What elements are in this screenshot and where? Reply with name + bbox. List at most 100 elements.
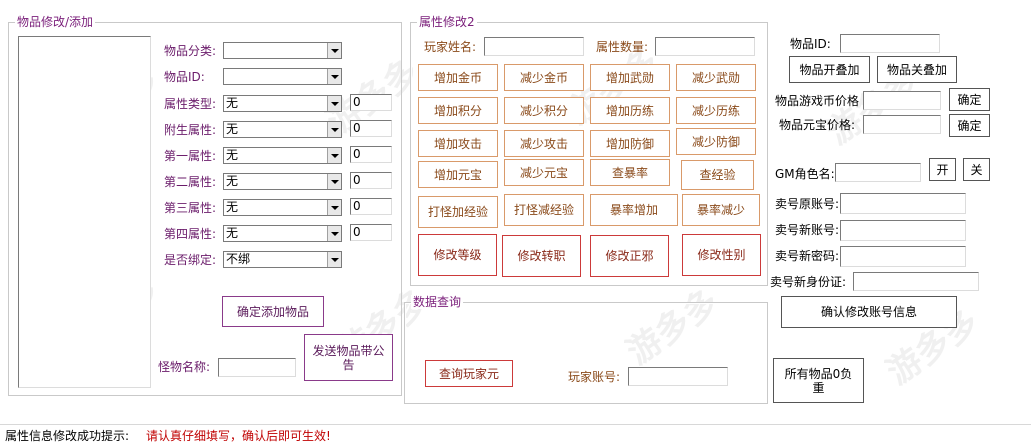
- player-name-field[interactable]: [484, 37, 584, 56]
- yuanbao-price-confirm-button[interactable]: 确定: [949, 114, 990, 137]
- chevron-down-icon[interactable]: [327, 200, 341, 215]
- orig-account-label: 卖号原账号:: [775, 197, 840, 211]
- category-label: 物品分类:: [164, 44, 217, 58]
- droprate-up-button[interactable]: 暴率增加: [590, 194, 678, 226]
- coin-price-field[interactable]: [863, 91, 941, 110]
- first-attr-select-value: 无: [226, 148, 239, 162]
- attr-type-value-field[interactable]: 0: [350, 94, 392, 111]
- attr-edit-group: 属性修改2: [410, 15, 768, 286]
- item-stack-off-button[interactable]: 物品关叠加: [877, 56, 957, 83]
- query-player-yuan-button[interactable]: 查询玩家元: [425, 360, 513, 387]
- attached-attr-select-value: 无: [226, 122, 239, 136]
- add-merit-button[interactable]: 增加武勋: [590, 64, 670, 91]
- add-attack-button[interactable]: 增加攻击: [418, 130, 498, 157]
- modify-gender-button[interactable]: 修改性别: [682, 234, 761, 276]
- new-id-card-label: 卖号新身份证:: [770, 275, 847, 289]
- new-id-card-field[interactable]: [853, 272, 979, 291]
- monster-name-field[interactable]: [218, 358, 296, 377]
- add-defense-button[interactable]: 增加防御: [590, 130, 670, 157]
- data-query-group: 数据查询: [404, 295, 768, 404]
- sub-attack-button[interactable]: 减少攻击: [504, 130, 584, 157]
- modify-alignment-button[interactable]: 修改正邪: [590, 235, 669, 277]
- bind-select[interactable]: 不绑: [223, 251, 342, 268]
- sub-defense-button[interactable]: 减少防御: [676, 128, 756, 155]
- confirm-account-info-button[interactable]: 确认修改账号信息: [781, 296, 957, 328]
- bind-label: 是否绑定:: [164, 253, 217, 267]
- coin-price-confirm-button[interactable]: 确定: [949, 88, 990, 111]
- sub-gold-button[interactable]: 减少金币: [504, 64, 584, 91]
- add-gold-button[interactable]: 增加金币: [418, 64, 498, 91]
- add-points-button[interactable]: 增加积分: [418, 97, 498, 124]
- add-yuanbao-button[interactable]: 增加元宝: [418, 161, 498, 188]
- status-message: 请认真仔细填写，确认后即可生效!: [146, 429, 331, 443]
- item-id-select[interactable]: [223, 68, 342, 85]
- chevron-down-icon[interactable]: [327, 148, 341, 163]
- gm-name-label: GM角色名:: [775, 167, 835, 181]
- sub-yuanbao-button[interactable]: 减少元宝: [504, 159, 584, 186]
- status-label: 属性信息修改成功提示:: [5, 429, 130, 443]
- chevron-down-icon[interactable]: [327, 96, 341, 111]
- all-items-zero-weight-button[interactable]: 所有物品0负重: [773, 358, 864, 403]
- attached-attr-label: 附生属性:: [164, 123, 217, 137]
- confirm-add-item-button[interactable]: 确定添加物品: [222, 296, 324, 327]
- yuanbao-price-label: 物品元宝价格:: [779, 118, 856, 132]
- third-attr-select[interactable]: 无: [223, 199, 342, 216]
- attr-type-select-value: 无: [226, 96, 239, 110]
- yuanbao-price-field[interactable]: [863, 115, 941, 134]
- gm-off-button[interactable]: 关: [963, 158, 990, 181]
- gm-on-button[interactable]: 开: [929, 158, 956, 181]
- first-attr-select[interactable]: 无: [223, 147, 342, 164]
- item-edit-group: 物品修改/添加: [8, 15, 402, 396]
- item-id-label: 物品ID:: [164, 70, 205, 84]
- orig-account-field[interactable]: [840, 193, 966, 214]
- droprate-down-button[interactable]: 暴率减少: [682, 194, 760, 226]
- player-name-label: 玩家姓名:: [424, 40, 477, 54]
- new-account-field[interactable]: [840, 220, 966, 241]
- item-stack-on-button[interactable]: 物品开叠加: [789, 56, 870, 83]
- check-exp-button[interactable]: 查经验: [681, 160, 754, 190]
- data-query-group-title: 数据查询: [411, 295, 464, 309]
- chevron-down-icon[interactable]: [327, 226, 341, 241]
- modify-job-button[interactable]: 修改转职: [502, 235, 581, 277]
- all-items-zero-weight-label: 所有物品0负重: [784, 366, 853, 395]
- sub-merit-button[interactable]: 减少武勋: [676, 64, 756, 91]
- fourth-attr-select[interactable]: 无: [223, 225, 342, 242]
- chevron-down-icon[interactable]: [327, 69, 341, 84]
- third-attr-value-field[interactable]: 0: [350, 198, 392, 215]
- sub-points-button[interactable]: 减少积分: [504, 97, 584, 124]
- attached-attr-value-field[interactable]: 0: [350, 120, 392, 137]
- send-item-announce-button[interactable]: 发送物品带公告: [304, 334, 393, 381]
- attr-count-field[interactable]: [655, 37, 755, 56]
- right-item-id-field[interactable]: [840, 34, 940, 53]
- chevron-down-icon[interactable]: [327, 43, 341, 58]
- second-attr-select-value: 无: [226, 174, 239, 188]
- chevron-down-icon[interactable]: [327, 174, 341, 189]
- add-exp-button[interactable]: 增加历练: [590, 97, 670, 124]
- player-account-label: 玩家账号:: [568, 370, 621, 384]
- gm-name-field[interactable]: [835, 163, 921, 182]
- monster-add-exp-button[interactable]: 打怪加经验: [418, 196, 498, 228]
- new-password-field[interactable]: [840, 246, 966, 267]
- right-item-id-label: 物品ID:: [790, 37, 831, 51]
- attr-type-select[interactable]: 无: [223, 95, 342, 112]
- attr-count-label: 属性数量:: [596, 40, 649, 54]
- monster-sub-exp-button[interactable]: 打怪减经验: [504, 194, 584, 226]
- sub-exp-button[interactable]: 减少历练: [676, 97, 756, 124]
- fourth-attr-value-field[interactable]: 0: [350, 224, 392, 241]
- second-attr-label: 第二属性:: [164, 175, 217, 189]
- player-account-field[interactable]: [628, 367, 728, 386]
- send-item-announce-label: 发送物品带公告: [312, 343, 385, 372]
- category-select[interactable]: [223, 42, 342, 59]
- chevron-down-icon[interactable]: [327, 122, 341, 137]
- first-attr-value-field[interactable]: 0: [350, 146, 392, 163]
- chevron-down-icon[interactable]: [327, 252, 341, 267]
- second-attr-select[interactable]: 无: [223, 173, 342, 190]
- first-attr-label: 第一属性:: [164, 149, 217, 163]
- item-listbox[interactable]: [18, 36, 151, 388]
- bind-select-value: 不绑: [226, 252, 251, 266]
- fourth-attr-select-value: 无: [226, 226, 239, 240]
- second-attr-value-field[interactable]: 0: [350, 172, 392, 189]
- attached-attr-select[interactable]: 无: [223, 121, 342, 138]
- check-droprate-button[interactable]: 查暴率: [590, 159, 670, 186]
- modify-level-button[interactable]: 修改等级: [418, 234, 497, 276]
